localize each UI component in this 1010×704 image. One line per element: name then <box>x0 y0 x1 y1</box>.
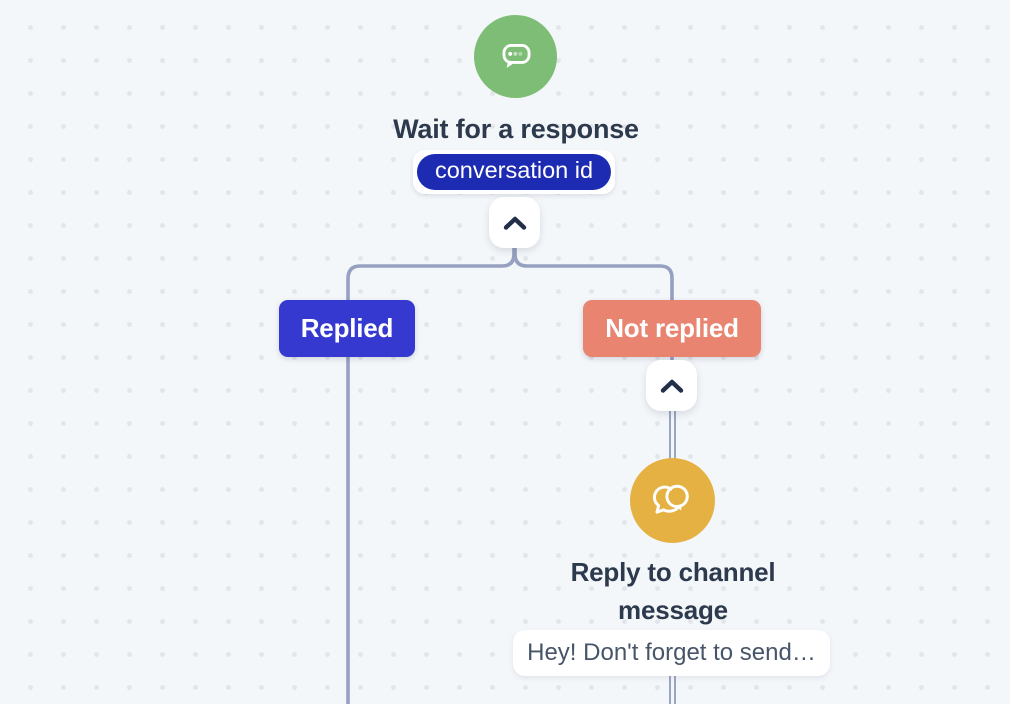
message-preview-box[interactable]: Hey! Don't forget to send… <box>513 630 830 676</box>
collapse-button[interactable] <box>646 360 697 411</box>
conversation-id-badge[interactable]: conversation id <box>412 150 616 194</box>
reply-node-title: Reply to channel message <box>570 557 776 625</box>
branch-label-replied[interactable]: Replied <box>279 300 415 357</box>
conversation-id-badge-label: conversation id <box>416 154 612 190</box>
chevron-up-icon <box>660 379 683 393</box>
node-link-connector <box>669 674 676 704</box>
chevron-up-icon <box>503 216 526 230</box>
reply-node-icon[interactable] <box>630 458 715 543</box>
wait-node-title: Wait for a response <box>393 114 639 144</box>
chat-bubble-icon <box>502 44 531 68</box>
node-link-connector <box>669 408 676 462</box>
branch-label-not-replied[interactable]: Not replied <box>583 300 761 357</box>
collapse-button[interactable] <box>489 197 540 248</box>
channel-chat-icon <box>652 484 689 514</box>
wait-node-icon[interactable] <box>474 15 557 98</box>
